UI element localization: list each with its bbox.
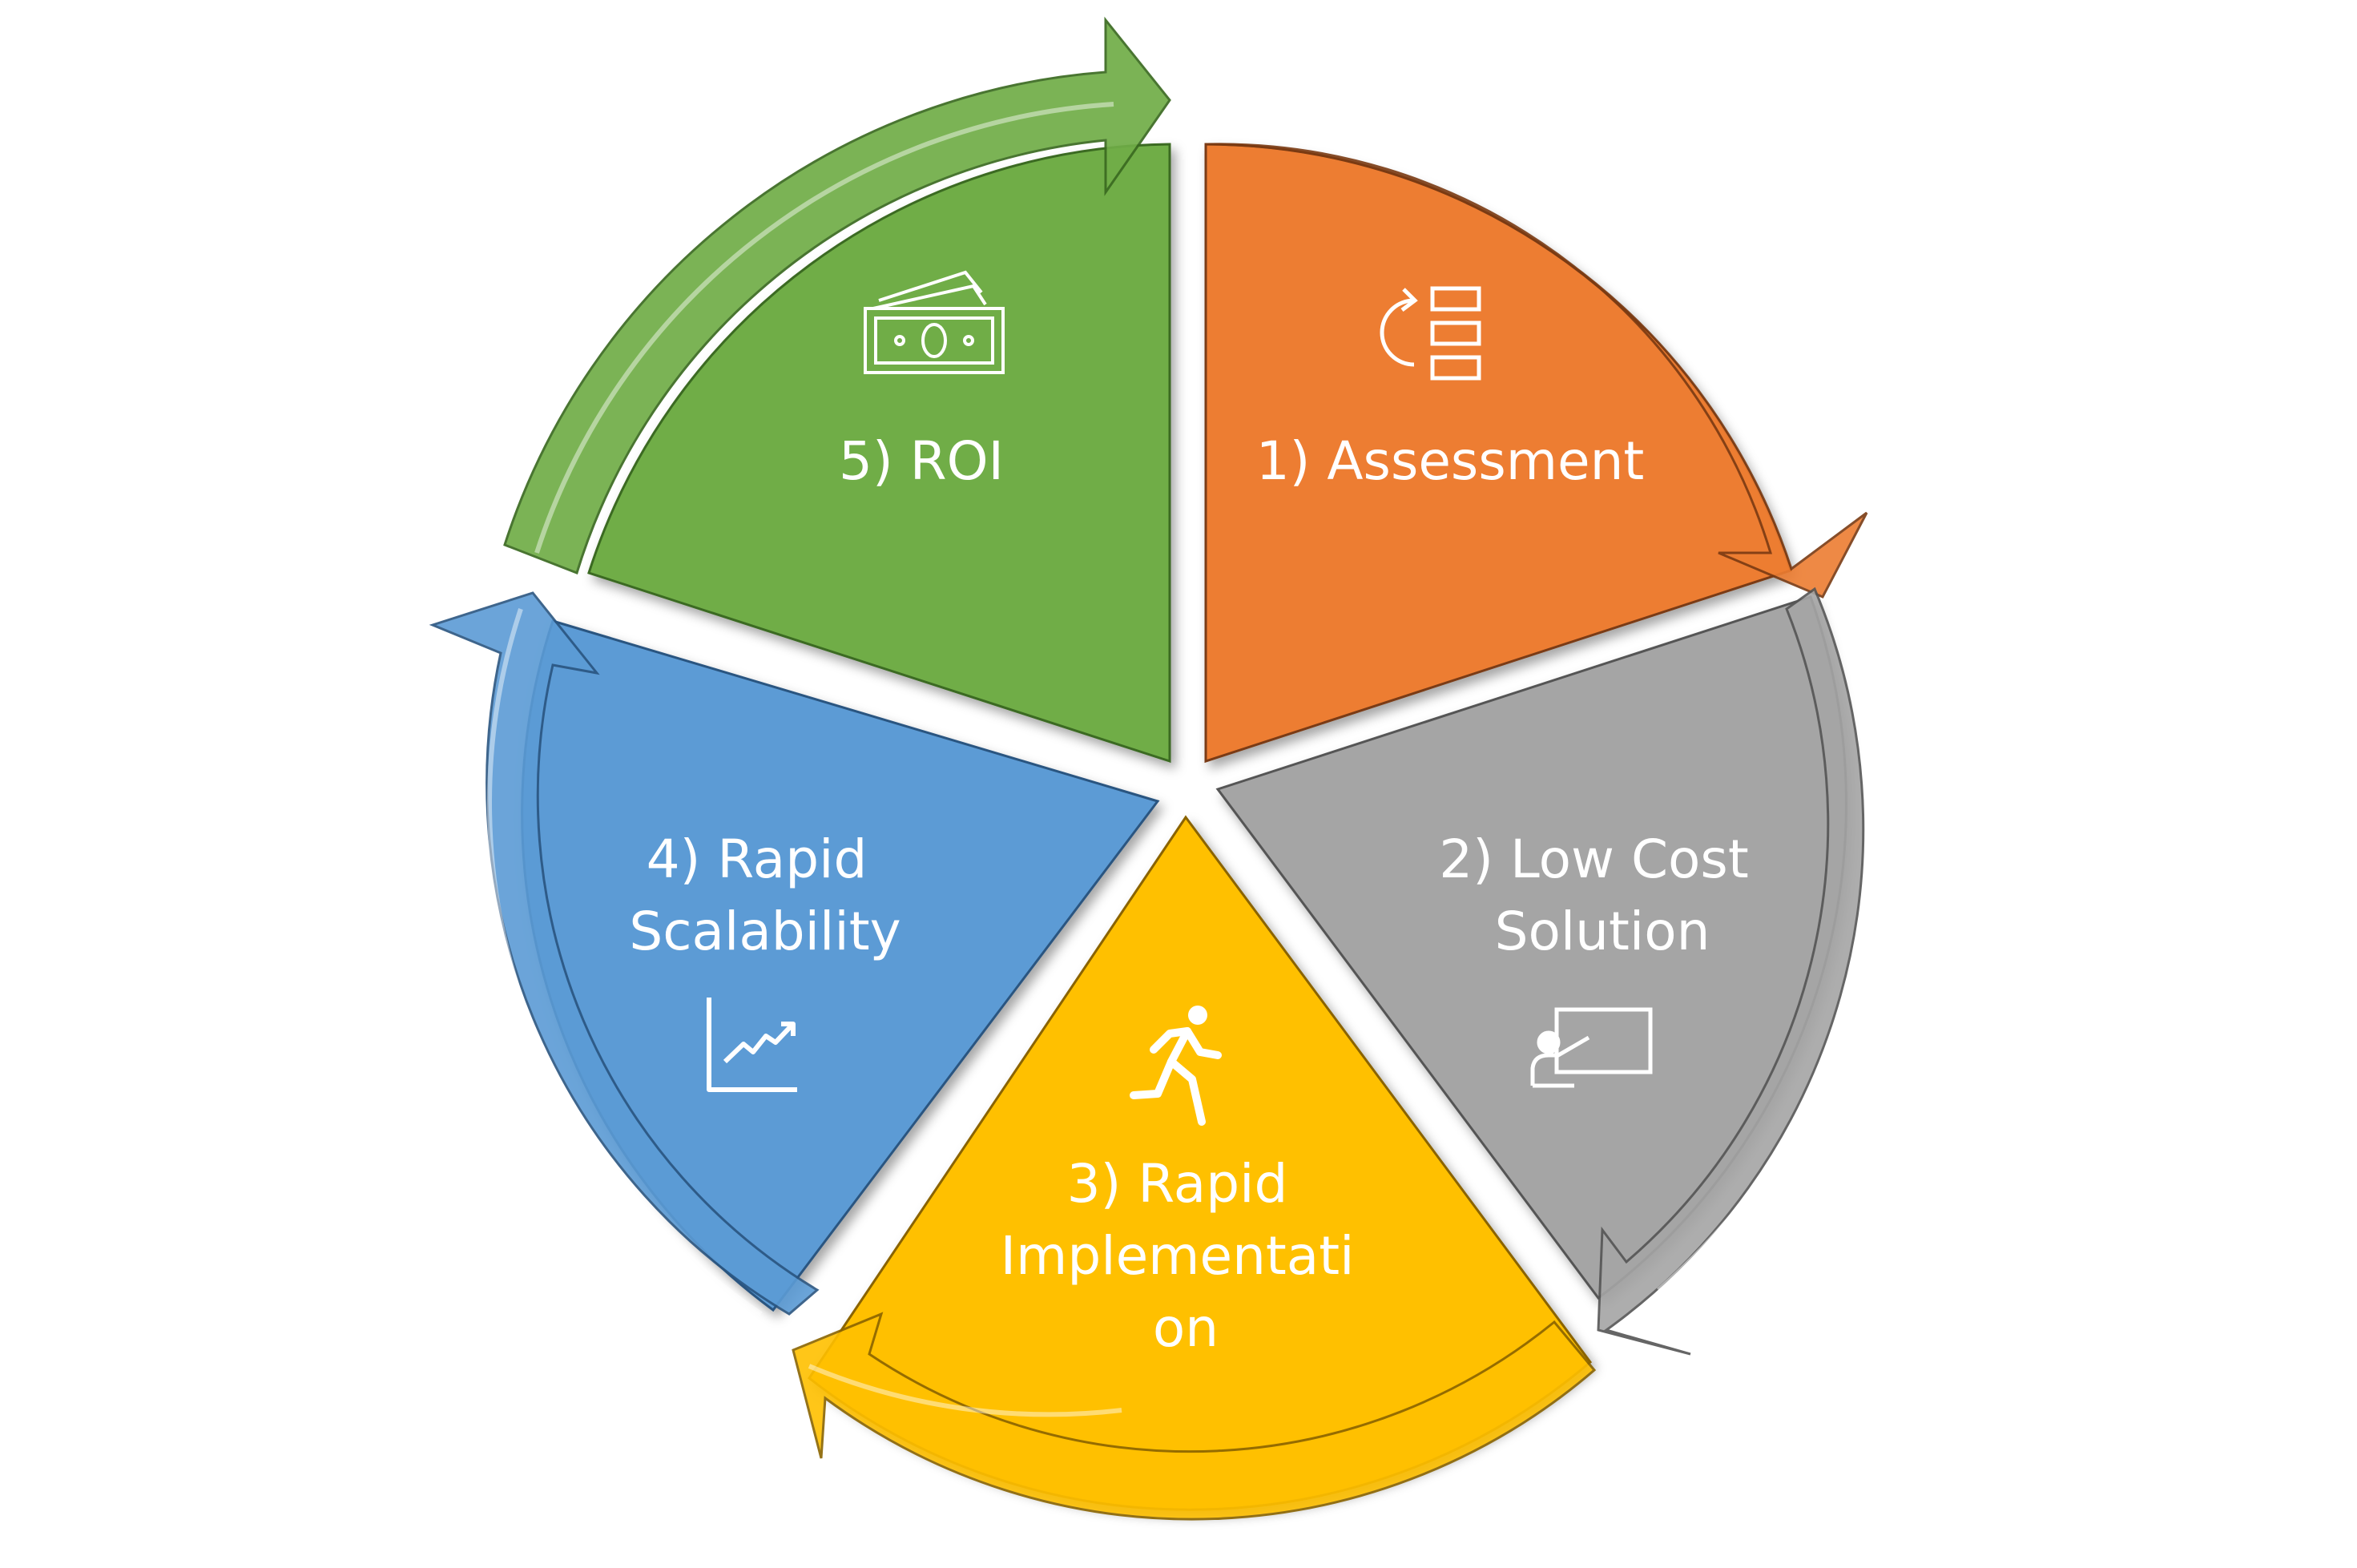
cycle-arrow-3-highlight [808,1364,1122,1417]
label-rapid-implementation-line-1: 3) Rapid [1067,1153,1288,1215]
segment-roi [503,16,1171,764]
label-roi-line-1: 5) ROI [839,430,1004,492]
label-rapid-implementation: 3) Rapid Implementati on [1001,1153,1372,1359]
label-roi: 5) ROI [839,430,1004,492]
cycle-arrow-4 [429,591,820,1316]
line-chart-icon [707,998,797,1092]
segment-rapid-implementation [792,815,1597,1521]
label-rapid-scalability-line-2: Scalability [629,901,900,962]
segment-rapid-scalability [429,591,1160,1316]
label-low-cost-solution-line-1: 2) Low Cost [1439,828,1748,890]
money-icon [864,270,1005,374]
process-list-icon [1380,286,1481,381]
segment-roi-wedge [587,143,1171,764]
segment-low-cost-solution [1215,586,1896,1356]
label-rapid-implementation-line-2: Implementati [1001,1225,1355,1287]
label-rapid-scalability: 4) Rapid Scalability [629,828,900,962]
label-rapid-implementation-line-3: on [1153,1297,1219,1359]
cycle-arrow-1 [1207,143,1868,599]
cycle-arrow-2 [1597,586,1865,1356]
label-rapid-scalability-line-1: 4) Rapid [647,828,868,890]
cycle-arrow-2-highlight [1657,600,1896,1292]
label-assessment: 1) Assessment [1256,430,1645,492]
label-low-cost-solution: 2) Low Cost Solution [1439,828,1765,962]
presenter-icon [1530,1007,1653,1088]
cycle-arrow-3 [792,1312,1597,1521]
label-assessment-line-1: 1) Assessment [1256,430,1645,492]
cycle-arrow-5-highlight [534,102,1114,554]
cycle-arrow-4-highlight [487,608,763,1316]
runner-icon [1130,1006,1222,1126]
label-low-cost-solution-line-2: Solution [1495,901,1710,962]
cycle-arrow-1-highlight [1213,74,1833,486]
cycle-arrow-5 [503,16,1171,574]
segment-assessment [1204,74,1868,764]
